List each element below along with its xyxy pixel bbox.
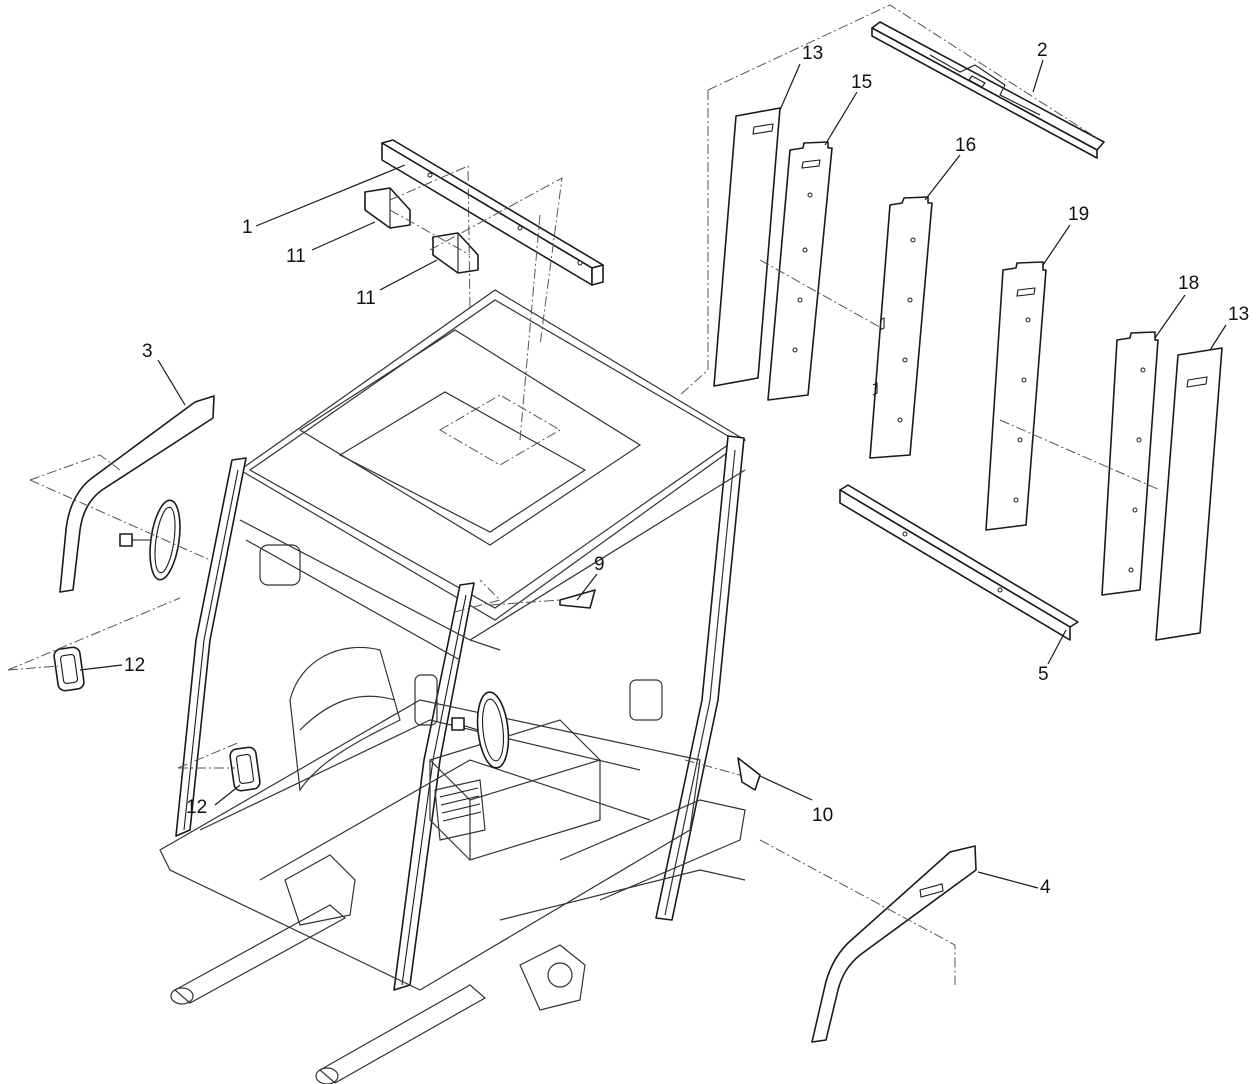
callout-labels: 1 2 3 4 5 9 10 11 11 12 12 13 13 15 16 1… [124,40,1249,898]
callout-3: 3 [142,341,153,362]
part-13-panel-left [713,107,781,387]
part-15-plate [767,141,833,401]
callout-4: 4 [1040,877,1051,898]
callout-15: 15 [851,72,872,93]
phantom-lines [7,4,1161,985]
part-1-roof-bar [381,139,604,286]
part-13-panel-right [1155,347,1223,641]
part-11-pad-b [432,232,479,274]
callout-19: 19 [1068,204,1089,225]
part-11-pad-a [364,187,411,229]
cab-frame [119,289,747,1084]
part-3-pad-left [59,395,215,593]
part-12-pad-a [53,646,85,692]
part-2-rear-bar [871,21,1105,159]
callout-13-left: 13 [802,43,823,64]
callout-2: 2 [1037,40,1048,61]
leader-lines [79,59,1227,889]
part-5-rail [839,484,1079,641]
callout-11-upper: 11 [286,246,306,267]
callout-11-lower: 11 [356,288,376,309]
callout-13-right: 13 [1228,304,1249,325]
callout-1: 1 [242,217,253,238]
callout-12-lower: 12 [186,797,207,818]
part-10-bracket [737,757,761,791]
callout-16: 16 [955,135,976,156]
callout-10: 10 [812,805,833,826]
callout-18: 18 [1178,273,1199,294]
callout-5: 5 [1038,664,1049,685]
callout-12-upper: 12 [124,655,145,676]
part-18-plate [1101,331,1159,596]
part-16-plate [869,196,933,459]
part-12-pad-b [229,746,261,792]
callout-9: 9 [594,554,605,575]
part-19-plate [985,261,1047,531]
part-4-pad-right [811,845,977,1043]
